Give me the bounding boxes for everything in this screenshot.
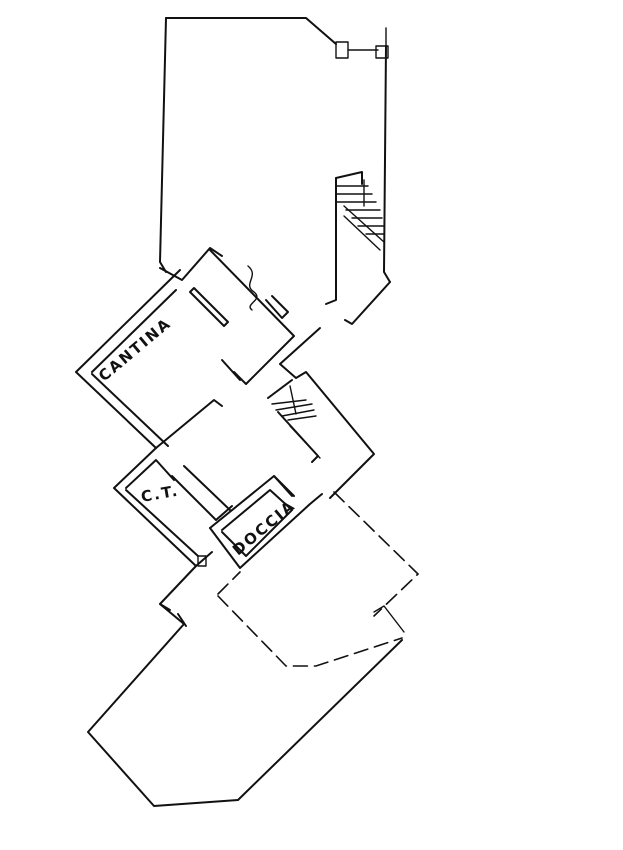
doccia-room xyxy=(197,475,323,569)
ct-room xyxy=(113,447,233,567)
ct-label: C.T. xyxy=(140,482,181,506)
cantina-label: CANTINA xyxy=(95,314,175,385)
upper-staircase xyxy=(325,171,385,305)
lower-terrace-dashed xyxy=(217,491,420,667)
top-window-mark xyxy=(335,27,389,59)
doccia-label: DOCCIA xyxy=(229,496,299,559)
lower-staircase xyxy=(267,363,375,499)
squiggle-symbol xyxy=(247,265,258,311)
bottom-area-outline xyxy=(87,565,403,807)
central-walls xyxy=(75,247,321,449)
upper-area-outline xyxy=(159,17,391,325)
